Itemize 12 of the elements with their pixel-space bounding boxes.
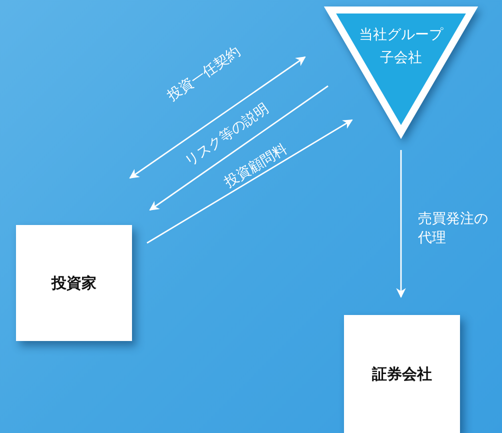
node-label: 投資家 <box>52 274 96 292</box>
arrow <box>129 56 306 179</box>
edge-label: 投資顧問料 <box>221 140 290 192</box>
process-box <box>16 225 132 341</box>
edge-label: 投資一任契約 <box>164 42 244 105</box>
edge-label: 売買発注の代理 <box>418 210 489 248</box>
node-label: 当社グループ子会社 <box>358 26 444 68</box>
arrow <box>396 150 406 298</box>
process-box <box>344 315 460 433</box>
arrow <box>149 85 328 211</box>
node-label: 証券会社 <box>372 364 432 384</box>
arrow <box>146 119 353 244</box>
